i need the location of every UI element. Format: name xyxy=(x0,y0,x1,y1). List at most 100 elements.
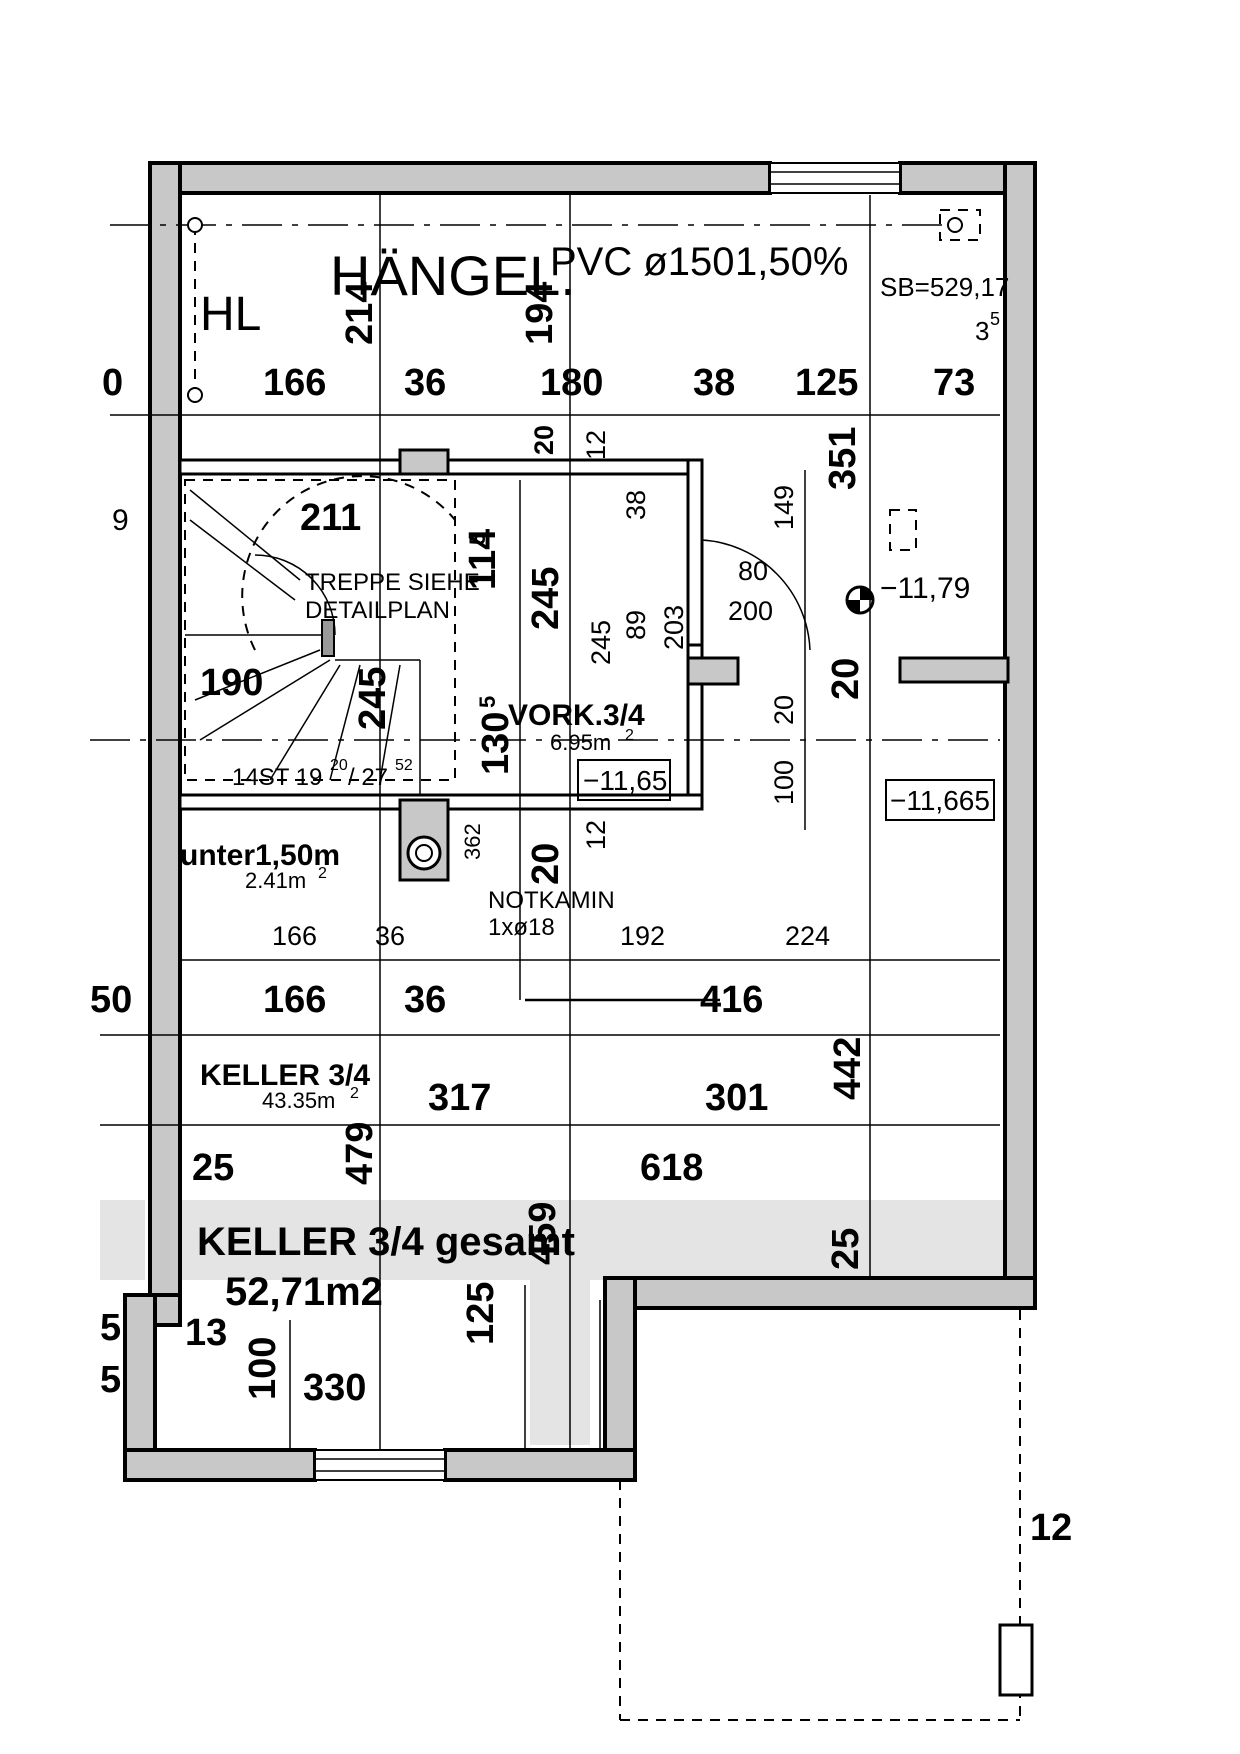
edge-left-9: 9 xyxy=(112,504,129,537)
window-top xyxy=(769,162,901,194)
dim-mid-3: 416 xyxy=(700,979,763,1021)
dim-top-5: 125 xyxy=(795,362,858,404)
dim-mid-1: 166 xyxy=(263,979,326,1021)
edge-right-12: 12 xyxy=(1030,1507,1072,1549)
dim-v-130-sup: 5 xyxy=(475,696,500,708)
dim-v-214: 214 xyxy=(339,282,381,345)
edge-left-0: 0 xyxy=(102,362,123,404)
stair-steps-sup2: 52 xyxy=(395,757,413,774)
level-marker xyxy=(845,585,875,615)
stair-steps: 14ST 19 xyxy=(232,764,322,791)
sup-3: 3 xyxy=(975,316,989,346)
sb-level: SB=529,17 xyxy=(880,272,1009,302)
chimney-symbol xyxy=(406,835,442,871)
dim-annex-330: 330 xyxy=(303,1367,366,1409)
dim-v-114-sup: 5 xyxy=(465,533,490,545)
notkamin-spec: 1xø18 xyxy=(488,914,555,941)
shaded-strip xyxy=(165,1200,1005,1280)
pipe-slope: 1,50% xyxy=(735,240,848,284)
stair-steps-sup1: 20 xyxy=(330,757,348,774)
dim-mid-small-2: 36 xyxy=(375,921,405,951)
dim-362: 362 xyxy=(460,823,485,860)
room-unter-area: 2.41m xyxy=(245,868,306,893)
keller-total-name: KELLER 3/4 gesamt xyxy=(197,1220,575,1264)
room-keller-name: KELLER 3/4 xyxy=(200,1059,370,1092)
dim-v-114: 114 xyxy=(462,529,504,590)
door-height: 200 xyxy=(728,596,773,626)
dim-v-194: 194 xyxy=(519,282,561,345)
dim-v-12a: 12 xyxy=(581,430,611,460)
dim-v-479: 479 xyxy=(339,1122,381,1185)
room-unter-area-sup: 2 xyxy=(318,865,327,882)
drainage-pipe xyxy=(110,209,981,551)
stair-dim-211: 211 xyxy=(300,497,361,539)
drainage-label: HÄNGEL. xyxy=(330,244,576,307)
vork-level-box xyxy=(577,759,671,801)
shaded-left-edge xyxy=(100,1200,145,1280)
dim-v-245a: 245 xyxy=(525,567,567,630)
flue-box xyxy=(998,1623,1034,1697)
dim-v-20c: 20 xyxy=(769,695,799,725)
dim-v-149: 149 xyxy=(769,485,799,530)
pipe-spec: PVC ø150 xyxy=(550,240,735,284)
dim-mid-small-3: 192 xyxy=(620,921,665,951)
dim-annex-13: 13 xyxy=(185,1312,227,1354)
dim-v-20d: 20 xyxy=(525,843,567,885)
dim-annex-100: 100 xyxy=(242,1337,284,1400)
keller-total-area: 52,71m2 xyxy=(225,1270,383,1314)
door-swing xyxy=(700,539,811,658)
edge-left-5a: 5 xyxy=(100,1307,121,1349)
edge-left-5b: 5 xyxy=(100,1359,121,1401)
door-width: 80 xyxy=(738,556,768,586)
room-vork-level: −11,65 xyxy=(583,765,667,796)
dim-top-2: 36 xyxy=(404,362,446,404)
dim-bottom-25: 25 xyxy=(192,1147,234,1189)
dim-mid-small-4: 224 xyxy=(785,921,830,951)
staircase xyxy=(184,475,456,795)
main-level-box xyxy=(885,779,995,821)
hl-label: HL xyxy=(200,288,261,341)
room-unter-name: unter1,50m xyxy=(180,839,340,872)
dim-keller-301: 301 xyxy=(705,1077,768,1119)
edge-left-50: 50 xyxy=(90,979,132,1021)
room-keller-area: 43.35m xyxy=(262,1088,335,1113)
stair-dim-190: 190 xyxy=(200,662,263,704)
room-vork-area: 6.95m xyxy=(550,730,611,755)
dim-v-245b: 245 xyxy=(586,620,616,665)
dim-v-25: 25 xyxy=(825,1228,867,1270)
dim-v-459: 459 xyxy=(522,1202,564,1265)
window-bottom xyxy=(314,1449,446,1481)
dim-top-4: 38 xyxy=(693,362,735,404)
notkamin-label: NOTKAMIN xyxy=(488,887,615,914)
dim-top-6: 73 xyxy=(933,362,975,404)
dimension-lines xyxy=(90,195,1021,1721)
dim-keller-317: 317 xyxy=(428,1077,491,1119)
stair-note-line1: TREPPE SIEHE xyxy=(305,569,480,596)
dim-v-130: 130 xyxy=(475,712,517,775)
dim-mid-small-1: 166 xyxy=(272,921,317,951)
room-keller-area-sup: 2 xyxy=(350,1085,359,1102)
stair-note-line2: DETAILPLAN xyxy=(305,597,450,624)
dim-v-442: 442 xyxy=(827,1037,869,1100)
dim-bottom-618: 618 xyxy=(640,1147,703,1189)
dim-top-3: 180 xyxy=(540,362,603,404)
dim-v-12b: 12 xyxy=(581,820,611,850)
dim-v-89: 89 xyxy=(621,610,651,640)
dim-v-100: 100 xyxy=(769,760,799,805)
dim-v-20a: 20 xyxy=(529,425,559,455)
dim-v-351: 351 xyxy=(822,427,864,490)
dim-v-203: 203 xyxy=(659,605,689,650)
stair-steps-mid: / 27 xyxy=(348,764,388,791)
stair-dim-245: 245 xyxy=(352,667,394,730)
dim-v-20b: 20 xyxy=(825,658,867,700)
outer-walls xyxy=(123,161,1037,1482)
dim-annex-125: 125 xyxy=(460,1282,502,1345)
room-vork-area-sup: 2 xyxy=(625,727,634,744)
level-point: −11,79 xyxy=(880,572,970,605)
sup-5: 5 xyxy=(990,309,1000,329)
shaded-corner xyxy=(530,1275,590,1445)
dim-top-1: 166 xyxy=(263,362,326,404)
room-vork-name: VORK.3/4 xyxy=(508,699,645,732)
level-main: −11,665 xyxy=(890,785,990,816)
